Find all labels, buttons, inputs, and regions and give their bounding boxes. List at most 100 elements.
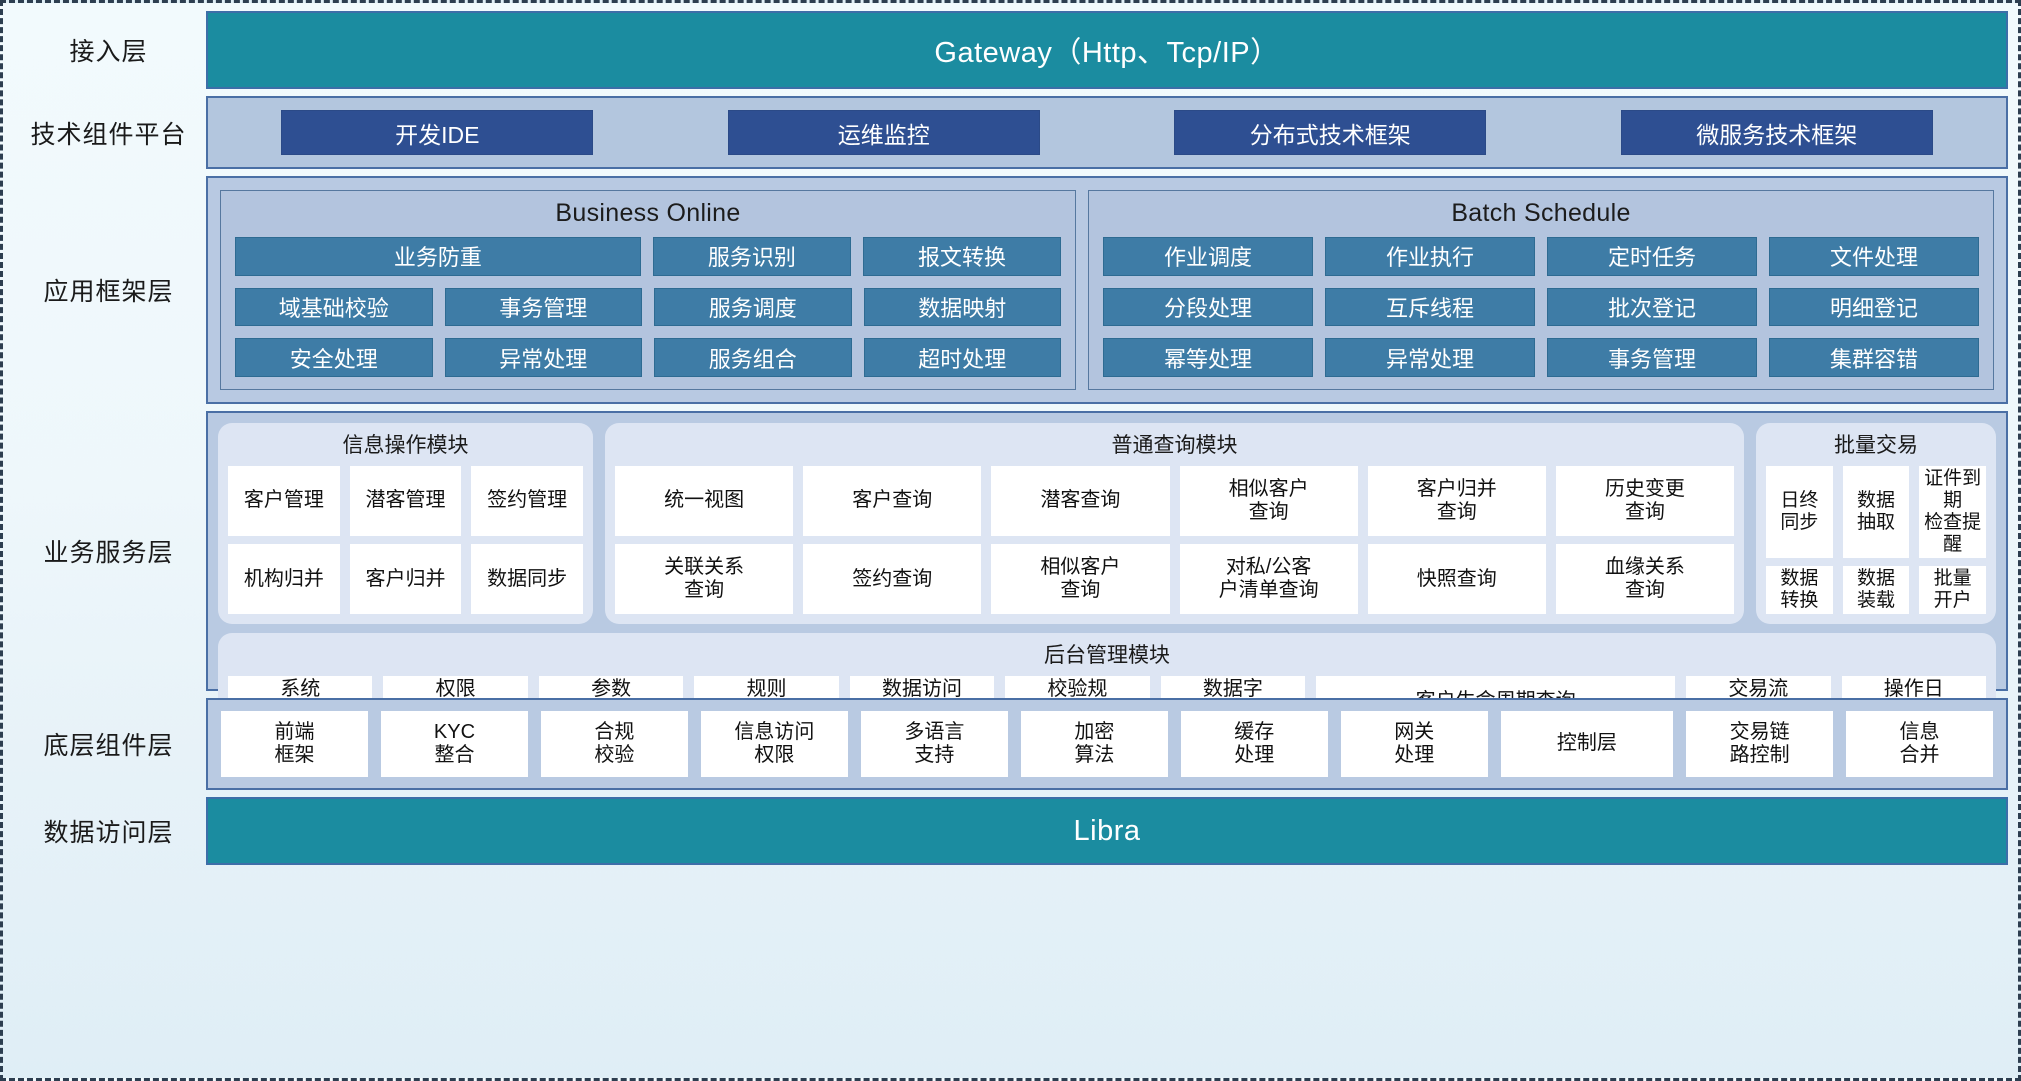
app-cell-detail-register[interactable]: 明细登记: [1769, 287, 1979, 327]
base-cell-info-access-permission[interactable]: 信息访问权限: [700, 711, 848, 777]
module-title-common-query: 普通查询模块: [1111, 434, 1238, 457]
app-cell-domain-validate[interactable]: 域基础校验: [235, 287, 433, 327]
app-cell-timed-task[interactable]: 定时任务: [1547, 237, 1757, 276]
module-title-batch-transaction: 批量交易: [1834, 434, 1918, 457]
app-cell-cluster-fault-tolerance[interactable]: 集群容错: [1769, 338, 1979, 378]
layer-data-access: 数据访问层 Libra: [11, 797, 2008, 865]
panel-row: 业务防重 服务识别 报文转换: [235, 237, 1061, 276]
app-cell-job-execute[interactable]: 作业执行: [1325, 237, 1535, 276]
base-cell-encryption-algorithm[interactable]: 加密算法: [1020, 711, 1168, 777]
base-cell-transaction-link-control[interactable]: 交易链路控制: [1686, 711, 1834, 777]
app-cell-transaction-mgmt[interactable]: 事务管理: [444, 287, 642, 327]
app-cell-idempotent-process[interactable]: 幂等处理: [1103, 338, 1313, 378]
app-cell-job-schedule[interactable]: 作业调度: [1103, 237, 1313, 276]
app-cell-service-identify[interactable]: 服务识别: [652, 237, 851, 276]
biz-cell-customer-query[interactable]: 客户查询: [803, 466, 982, 537]
panel-row: 域基础校验 事务管理 服务调度 数据映射: [235, 287, 1061, 327]
base-cell-control-layer[interactable]: 控制层: [1500, 711, 1674, 777]
gateway-band: Gateway（Http、Tcp/IP）: [206, 11, 2008, 89]
base-cell-multilanguage-support[interactable]: 多语言支持: [860, 711, 1008, 777]
biz-cell-private-public-list-query[interactable]: 对私/公客户清单查询: [1179, 544, 1358, 615]
business-service-container: 信息操作模块 客户管理 潜客管理 签约管理 机构归并 客户归并: [206, 411, 2008, 736]
biz-cell-prospect-mgmt[interactable]: 潜客管理: [349, 466, 462, 537]
tech-item-ide[interactable]: 开发IDE: [281, 110, 594, 155]
biz-cell-relation-query[interactable]: 关联关系查询: [615, 544, 794, 615]
biz-cell-similar-customer-query[interactable]: 相似客户查询: [1179, 466, 1358, 537]
biz-cell-eod-sync[interactable]: 日终同步: [1766, 466, 1833, 559]
app-cell-segment-process[interactable]: 分段处理: [1103, 287, 1313, 327]
tech-platform-band: 开发IDE 运维监控 分布式技术框架 微服务技术框架: [206, 96, 2008, 169]
app-framework-container: Business Online 业务防重 服务识别 报文转换 域基础校验 事务管…: [206, 176, 2008, 404]
app-cell-service-compose[interactable]: 服务组合: [654, 338, 852, 378]
layer-app-framework: 应用框架层 Business Online 业务防重 服务识别 报文转换 域: [11, 176, 2008, 404]
base-cell-info-merge[interactable]: 信息合并: [1846, 711, 1994, 777]
app-cell-service-schedule[interactable]: 服务调度: [654, 287, 852, 327]
app-cell-mutex-thread[interactable]: 互斥线程: [1325, 287, 1535, 327]
panel-title-batch-schedule: Batch Schedule: [1451, 199, 1631, 227]
module-row: 数据转换 数据装载 批量开户: [1766, 566, 1987, 615]
biz-cell-customer-merge-query[interactable]: 客户归并查询: [1367, 466, 1546, 537]
tech-item-distributed-framework[interactable]: 分布式技术框架: [1174, 110, 1487, 155]
biz-cell-similar-customer-query-2[interactable]: 相似客户查询: [991, 544, 1170, 615]
app-cell-batch-register[interactable]: 批次登记: [1547, 287, 1757, 327]
module-title-info-operation: 信息操作模块: [342, 434, 469, 457]
layer-label-business-service: 业务服务层: [43, 539, 174, 567]
biz-cell-contract-mgmt[interactable]: 签约管理: [471, 466, 584, 537]
module-title-backend-mgmt: 后台管理模块: [1044, 644, 1170, 668]
biz-cell-lineage-query[interactable]: 血缘关系查询: [1555, 544, 1735, 615]
app-cell-exception-process[interactable]: 异常处理: [444, 338, 642, 378]
module-row: 统一视图 客户查询 潜客查询 相似客户查询 客户归并查询 历史变更查询: [615, 466, 1735, 537]
tech-item-ops-monitor[interactable]: 运维监控: [727, 110, 1040, 155]
app-cell-data-mapping[interactable]: 数据映射: [863, 287, 1061, 327]
module-row: 机构归并 客户归并 数据同步: [228, 544, 584, 615]
biz-cell-prospect-query[interactable]: 潜客查询: [991, 466, 1170, 537]
base-cell-cache-process[interactable]: 缓存处理: [1180, 711, 1328, 777]
biz-cell-history-change-query[interactable]: 历史变更查询: [1555, 466, 1735, 537]
module-batch-transaction: 批量交易 日终同步 数据抽取 证件到期检查提醒 数据转换 数据装载: [1756, 423, 1996, 625]
biz-cell-customer-merge[interactable]: 客户归并: [349, 544, 462, 615]
app-cell-security-process[interactable]: 安全处理: [235, 338, 433, 378]
layer-label-base-component: 底层组件层: [43, 732, 174, 760]
biz-cell-data-load[interactable]: 数据装载: [1842, 566, 1910, 615]
app-cell-business-dedup[interactable]: 业务防重: [235, 237, 641, 276]
biz-cell-contract-query[interactable]: 签约查询: [803, 544, 982, 615]
biz-cell-data-extract[interactable]: 数据抽取: [1842, 466, 1910, 559]
layer-label-app-framework: 应用框架层: [43, 278, 174, 306]
app-cell-batch-transaction-mgmt[interactable]: 事务管理: [1547, 338, 1757, 378]
biz-cell-data-sync[interactable]: 数据同步: [471, 544, 584, 615]
module-common-query: 普通查询模块 统一视图 客户查询 潜客查询 相似客户查询 客户归并查询 历史变更…: [605, 423, 1744, 625]
module-info-operation: 信息操作模块 客户管理 潜客管理 签约管理 机构归并 客户归并: [218, 423, 593, 625]
panel-row: 安全处理 异常处理 服务组合 超时处理: [235, 338, 1061, 378]
base-cell-frontend-framework[interactable]: 前端框架: [221, 711, 368, 777]
panel-row: 幂等处理 异常处理 事务管理 集群容错: [1103, 338, 1979, 378]
app-cell-batch-exception-process[interactable]: 异常处理: [1325, 338, 1535, 378]
panel-batch-schedule: Batch Schedule 作业调度 作业执行 定时任务 文件处理 分段处理 …: [1088, 190, 1994, 390]
layer-access: 接入层 Gateway（Http、Tcp/IP）: [11, 11, 2008, 89]
biz-cell-unified-view[interactable]: 统一视图: [615, 466, 794, 537]
layer-tech-platform: 技术组件平台 开发IDE 运维监控 分布式技术框架 微服务技术框架: [11, 96, 2008, 169]
layer-label-access: 接入层: [69, 38, 148, 66]
app-cell-file-process[interactable]: 文件处理: [1769, 237, 1979, 276]
layer-business-service: 业务服务层 信息操作模块 客户管理 潜客管理 签约管理: [11, 411, 2008, 736]
biz-cell-cert-expiry-reminder[interactable]: 证件到期检查提醒: [1919, 466, 1987, 559]
panel-business-online: Business Online 业务防重 服务识别 报文转换 域基础校验 事务管…: [220, 190, 1076, 390]
biz-cell-snapshot-query[interactable]: 快照查询: [1367, 544, 1546, 615]
app-cell-timeout-process[interactable]: 超时处理: [863, 338, 1061, 378]
biz-cell-org-merge[interactable]: 机构归并: [228, 544, 340, 615]
module-row: 关联关系查询 签约查询 相似客户查询 对私/公客户清单查询 快照查询 血缘关系查…: [615, 544, 1735, 615]
panel-row: 分段处理 互斥线程 批次登记 明细登记: [1103, 287, 1979, 327]
biz-cell-batch-account-open[interactable]: 批量开户: [1919, 566, 1987, 615]
base-cell-gateway-process[interactable]: 网关处理: [1340, 711, 1488, 777]
tech-item-microservice-framework[interactable]: 微服务技术框架: [1620, 110, 1933, 155]
panel-row: 作业调度 作业执行 定时任务 文件处理: [1103, 237, 1979, 276]
app-cell-message-convert[interactable]: 报文转换: [862, 237, 1061, 276]
layer-label-data-access: 数据访问层: [43, 819, 174, 847]
biz-cell-data-transform[interactable]: 数据转换: [1766, 566, 1833, 615]
biz-cell-customer-mgmt[interactable]: 客户管理: [228, 466, 340, 537]
base-cell-compliance-check[interactable]: 合规校验: [540, 711, 688, 777]
libra-band: Libra: [206, 797, 2008, 865]
